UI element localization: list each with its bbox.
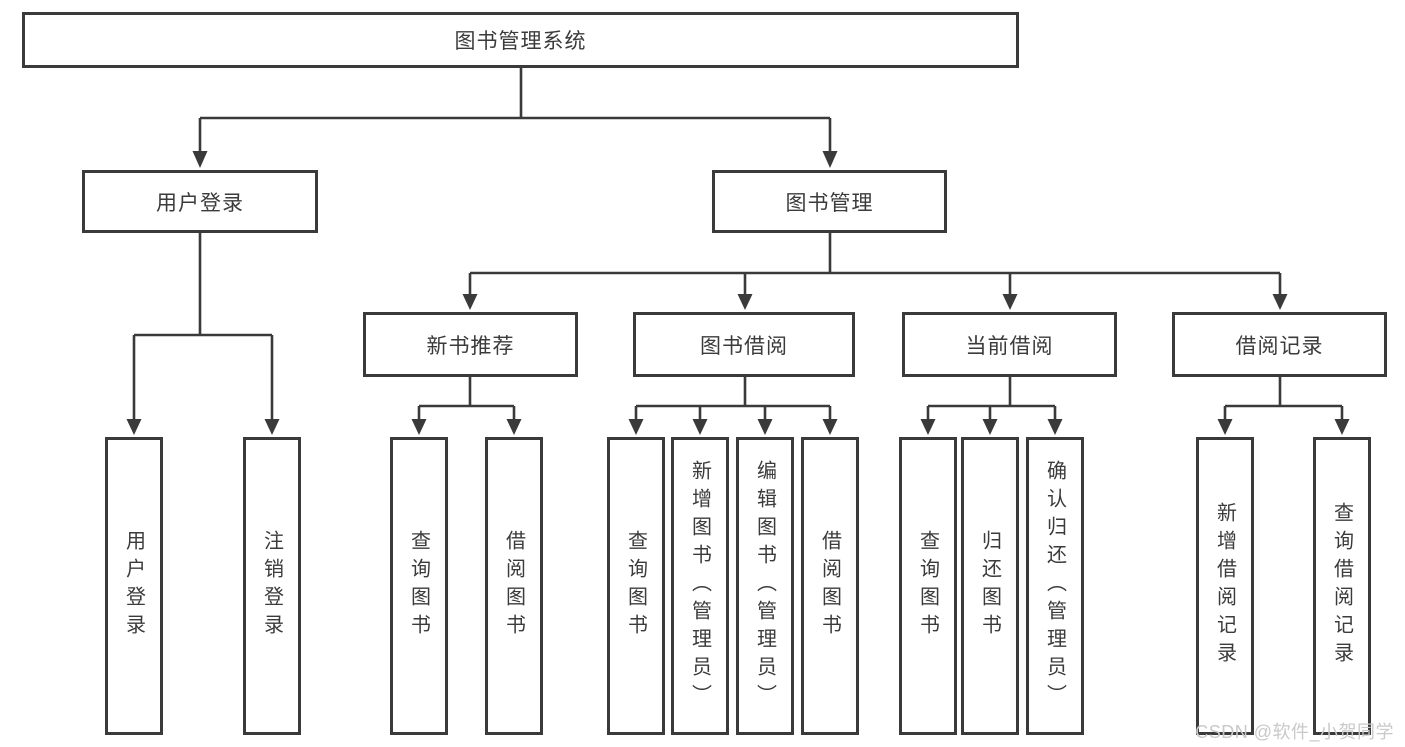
node-label: 查询图书 (624, 530, 647, 642)
node-current-borrowing: 当前借阅 (902, 312, 1117, 377)
node-label: 借阅图书 (502, 530, 525, 642)
node-label: 查询借阅记录 (1330, 502, 1353, 670)
node-label: 用户登录 (156, 191, 244, 215)
node-new-book-recommend: 新书推荐 (363, 312, 578, 377)
node-borrowing-records: 借阅记录 (1172, 312, 1387, 377)
leaf-add-book-admin: 新增图书（管理员） (671, 437, 729, 735)
node-label: 图书管理 (785, 191, 874, 215)
leaf-query-books-borrowing: 查询图书 (607, 437, 665, 735)
leaf-add-borrow-record: 新增借阅记录 (1196, 437, 1254, 735)
node-label: 图书管理系统 (454, 30, 587, 53)
node-book-management: 图书管理 (712, 170, 947, 233)
node-label: 图书借阅 (700, 334, 788, 358)
node-label: 确认归还（管理员） (1043, 460, 1066, 712)
node-label: 用户登录 (122, 530, 145, 642)
leaf-logout: 注销登录 (243, 437, 301, 735)
node-label: 新书推荐 (426, 334, 515, 358)
leaf-edit-book-admin: 编辑图书（管理员） (736, 437, 794, 735)
leaf-query-borrow-record: 查询借阅记录 (1313, 437, 1371, 735)
leaf-user-login: 用户登录 (105, 437, 163, 735)
node-label: 借阅图书 (818, 530, 841, 642)
node-label: 借阅记录 (1235, 334, 1324, 358)
node-label: 编辑图书（管理员） (753, 460, 776, 712)
node-library-management-system: 图书管理系统 (22, 12, 1019, 68)
csdn-watermark: CSDN @软件_小贺同学 (1195, 722, 1394, 742)
node-label: 归还图书 (978, 530, 1001, 642)
leaf-query-books-recommend: 查询图书 (390, 437, 448, 735)
leaf-confirm-return-admin: 确认归还（管理员） (1026, 437, 1084, 735)
leaf-return-books: 归还图书 (961, 437, 1019, 735)
node-book-borrowing: 图书借阅 (633, 312, 855, 377)
connector-paths (132, 68, 1344, 421)
node-label: 查询图书 (916, 530, 939, 642)
node-user-login: 用户登录 (82, 170, 318, 233)
leaf-borrow-books-recommend: 借阅图书 (485, 437, 543, 735)
leaf-query-books-current: 查询图书 (899, 437, 957, 735)
leaf-borrow-books: 借阅图书 (801, 437, 859, 735)
node-label: 当前借阅 (965, 334, 1054, 358)
node-label: 注销登录 (260, 530, 283, 642)
node-label: 新增借阅记录 (1213, 502, 1236, 670)
arrowheads (126, 151, 1350, 435)
node-label: 查询图书 (407, 530, 430, 642)
node-label: 新增图书（管理员） (688, 460, 711, 712)
